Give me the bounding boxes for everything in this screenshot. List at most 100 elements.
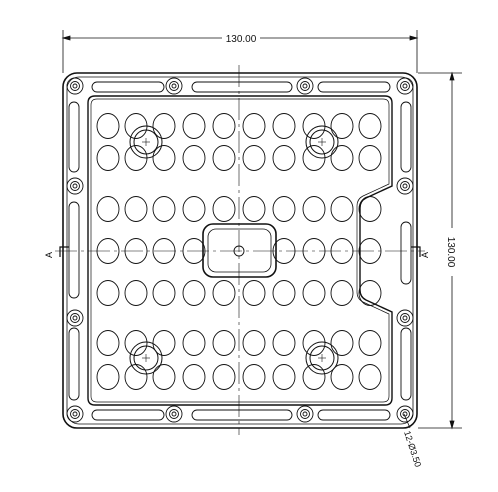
grid-circle — [212, 330, 236, 356]
grid-circle — [358, 280, 382, 306]
section-marker-left — [59, 246, 69, 257]
mounting-boss — [66, 77, 84, 95]
mounting-boss — [396, 177, 414, 195]
grid-circle — [152, 196, 176, 222]
grid-circle — [124, 330, 148, 356]
grid-circle — [272, 145, 296, 171]
mounting-boss — [165, 405, 183, 423]
mounting-hole — [400, 81, 410, 91]
mounting-hole — [300, 81, 310, 91]
grid-circle — [242, 113, 266, 139]
edge-slot — [400, 221, 412, 285]
grid-circle — [330, 364, 354, 390]
mounting-hole-core — [402, 315, 408, 321]
mounting-hole-core — [171, 83, 177, 89]
grid-circle — [242, 330, 266, 356]
grid-circle — [330, 330, 354, 356]
mounting-hole-core — [402, 411, 408, 417]
grid-circle — [212, 113, 236, 139]
large-boss-inner — [133, 345, 159, 371]
mounting-hole-core — [171, 411, 177, 417]
grid-circle — [96, 196, 120, 222]
mounting-hole-core — [402, 83, 408, 89]
mounting-boss — [66, 405, 84, 423]
mounting-hole — [169, 409, 179, 419]
grid-circle — [152, 364, 176, 390]
height-dimension-text: 130.00 — [445, 237, 456, 268]
edge-slot — [68, 327, 80, 401]
section-label-left: A — [44, 252, 54, 258]
grid-circle — [242, 280, 266, 306]
grid-circle — [182, 145, 206, 171]
mounting-boss — [66, 177, 84, 195]
grid-circle — [358, 330, 382, 356]
width-dimension-text: 130.00 — [226, 34, 257, 45]
grid-circle — [182, 280, 206, 306]
edge-slot — [68, 101, 80, 173]
edge-slot — [317, 409, 391, 421]
edge-slot — [191, 81, 293, 93]
grid-circle — [212, 196, 236, 222]
grid-circle — [302, 364, 326, 390]
edge-slot — [91, 409, 165, 421]
outer-outline-inner — [66, 76, 414, 425]
section-marker-right — [411, 246, 421, 257]
grid-circle — [152, 113, 176, 139]
grid-circle — [212, 364, 236, 390]
grid-circle — [272, 280, 296, 306]
mounting-hole — [400, 409, 410, 419]
grid-circle — [124, 280, 148, 306]
inner-pocket — [87, 95, 393, 406]
edge-slot — [400, 101, 412, 173]
grid-circle — [242, 145, 266, 171]
grid-circle — [96, 330, 120, 356]
mounting-hole-core — [72, 83, 78, 89]
grid-circle — [242, 196, 266, 222]
grid-circle — [330, 280, 354, 306]
grid-circle — [330, 113, 354, 139]
mounting-hole — [70, 409, 80, 419]
grid-circle — [358, 113, 382, 139]
grid-circle — [330, 196, 354, 222]
large-boss-outer — [305, 341, 339, 375]
mounting-boss — [396, 405, 414, 423]
center-boss — [202, 223, 277, 278]
mounting-bosses — [66, 77, 414, 423]
edge-slot — [400, 327, 412, 401]
mounting-hole-core — [72, 411, 78, 417]
grid-circle — [272, 196, 296, 222]
edge-slot — [191, 409, 293, 421]
grid-circle — [302, 280, 326, 306]
grid-circle — [212, 145, 236, 171]
center-lines — [55, 65, 425, 435]
mounting-hole — [70, 313, 80, 323]
grid-circle — [182, 330, 206, 356]
mounting-hole-core — [402, 183, 408, 189]
large-boss-inner — [133, 129, 159, 155]
grid-circle — [152, 330, 176, 356]
grid-circle — [272, 364, 296, 390]
mounting-boss — [396, 77, 414, 95]
grid-circle — [182, 113, 206, 139]
grid-circle — [302, 196, 326, 222]
hole-callout-text: 12-Ø3.50 — [402, 430, 423, 469]
width-dimension — [61, 30, 419, 73]
large-boss-inner — [309, 129, 335, 155]
outer-outline — [62, 72, 418, 429]
grid-circle — [358, 196, 382, 222]
grid-circle — [330, 145, 354, 171]
large-boss-outer — [305, 125, 339, 159]
grid-circle — [96, 145, 120, 171]
mounting-hole-core — [72, 315, 78, 321]
mounting-boss — [296, 405, 314, 423]
mounting-hole — [70, 81, 80, 91]
mounting-hole-core — [302, 411, 308, 417]
grid-circle — [152, 145, 176, 171]
mounting-boss — [396, 309, 414, 327]
grid-circle — [302, 330, 326, 356]
grid-circle — [152, 280, 176, 306]
grid-circle — [96, 113, 120, 139]
section-label-right: A — [420, 252, 430, 258]
grid-circle — [96, 364, 120, 390]
